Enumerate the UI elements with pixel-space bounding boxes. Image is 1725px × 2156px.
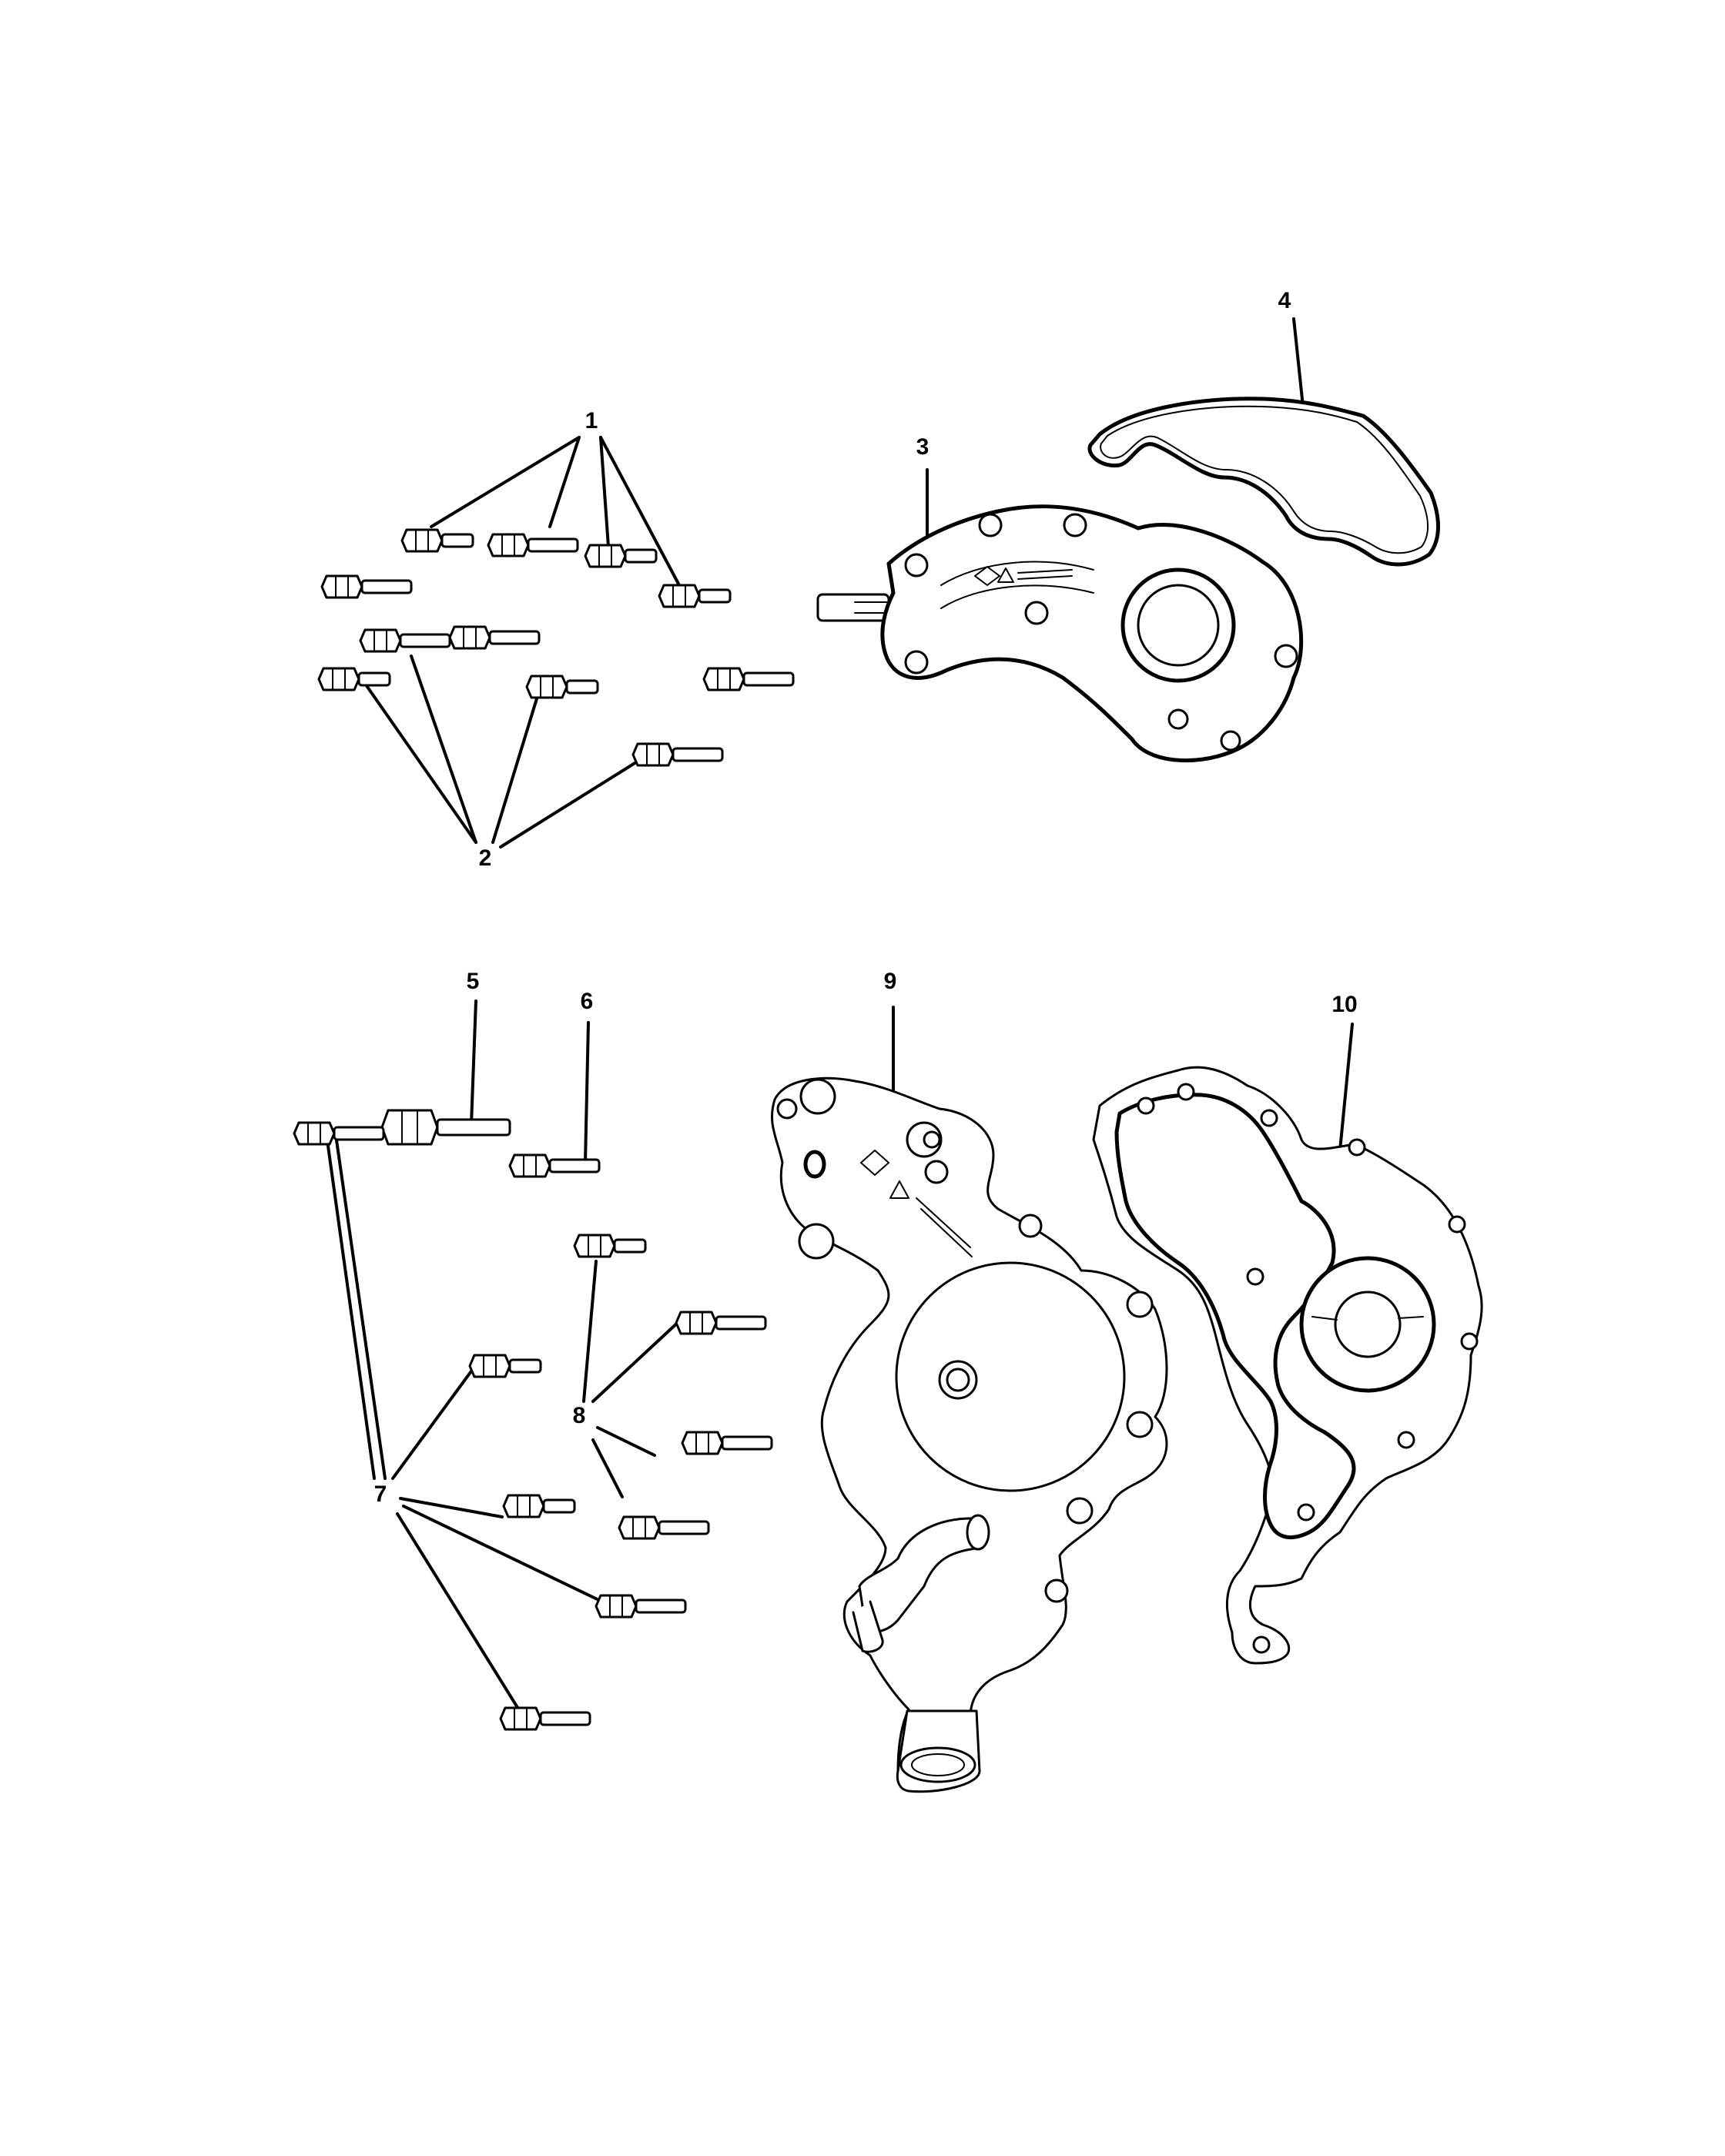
bolt-icon: [618, 1515, 710, 1540]
callout-labels: 1 2 3 4 5 6 7 8 9 10: [374, 288, 1358, 1507]
callout-1: 1: [585, 408, 598, 434]
bolt-icon: [675, 1311, 767, 1335]
logo-mark-icon: [860, 1150, 909, 1199]
leader-lines: [325, 317, 1354, 1714]
bolt-icon: [468, 1354, 542, 1378]
part-3-housing: [816, 504, 1304, 763]
bolt-icon: [293, 1121, 385, 1146]
bolt-icon: [400, 528, 474, 553]
bolt-icon: [658, 584, 732, 608]
logo-mark-icon: [974, 566, 1014, 586]
bolt-icon: [317, 667, 391, 691]
bolt-icon: [502, 1494, 576, 1518]
callout-5: 5: [467, 969, 480, 994]
part-10-pump-gasket: [1092, 1066, 1483, 1665]
bolt-icon: [595, 1594, 687, 1619]
bolt-icon: [359, 628, 451, 653]
bolt-icon: [584, 544, 658, 568]
bolt-icon: [702, 667, 795, 691]
bolt-icon: [681, 1431, 773, 1455]
bolt-icon: [448, 625, 541, 650]
callout-8: 8: [573, 1403, 586, 1428]
bolt-icon: [573, 1234, 647, 1258]
callout-4: 4: [1278, 288, 1291, 313]
callout-2: 2: [479, 845, 492, 871]
part-4-gasket: [1087, 397, 1440, 567]
bolt-icon: [631, 742, 724, 767]
bolt-icon: [487, 533, 579, 557]
part-9-water-pump: [771, 1076, 1168, 1793]
callout-9: 9: [884, 969, 897, 994]
bolt-icon: [320, 574, 413, 599]
callout-10: 10: [1331, 992, 1357, 1017]
callout-7: 7: [374, 1481, 387, 1507]
bolt-icon: [525, 675, 599, 699]
bolt-icon: [499, 1706, 591, 1731]
bolt-group-top: [317, 528, 795, 767]
callout-6: 6: [581, 989, 594, 1014]
callout-3: 3: [916, 434, 929, 460]
bolt-icon: [380, 1109, 511, 1146]
